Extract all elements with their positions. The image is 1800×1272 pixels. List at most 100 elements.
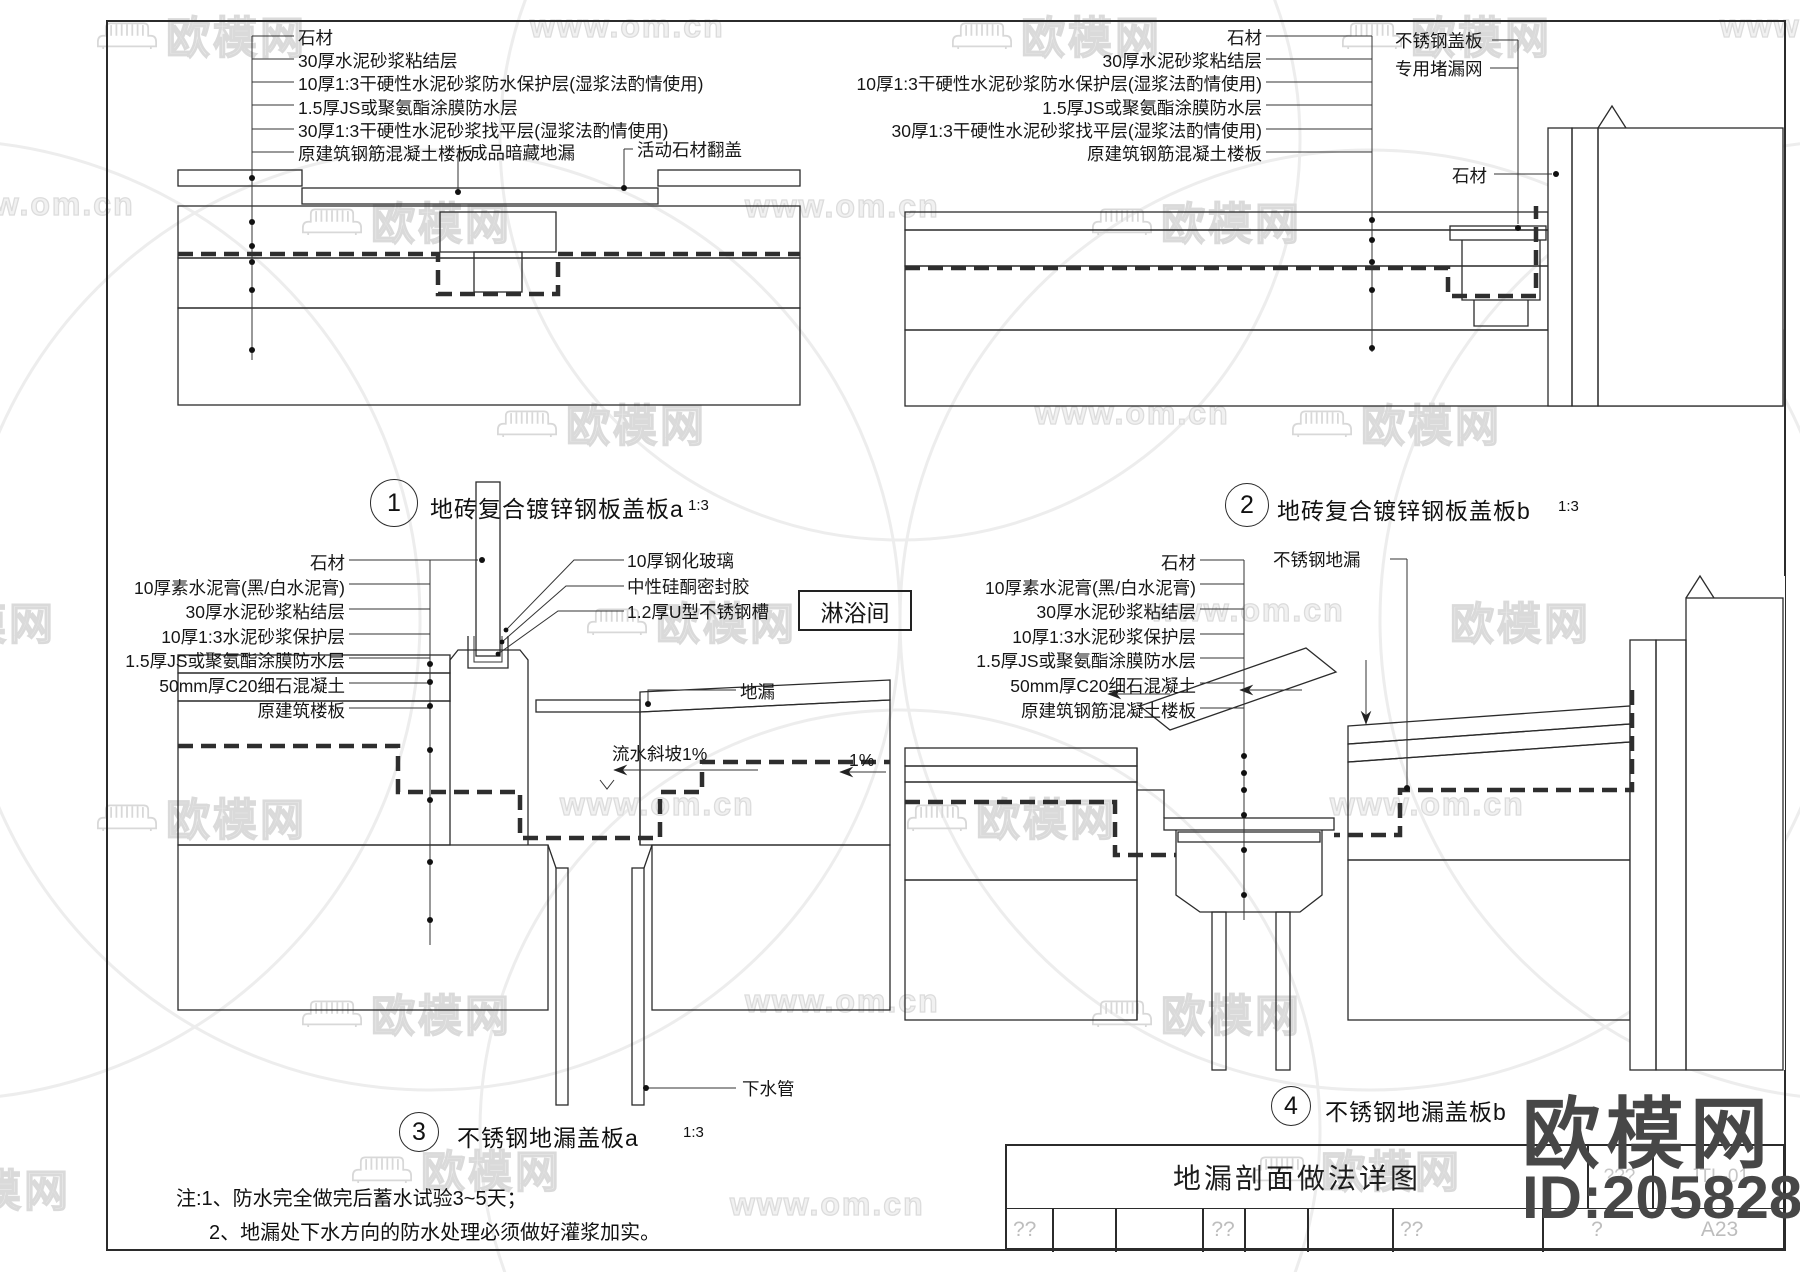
title-block-cell: A23	[1700, 1218, 1739, 1241]
layer-label: 30厚1:3干硬性水泥砂浆找平层(湿浆法酌情使用)	[891, 120, 1262, 141]
callout-steel-drain: 不锈钢地漏	[1273, 550, 1361, 570]
title-block-divider	[1652, 1146, 1654, 1208]
sofa-watermark-icon	[907, 804, 967, 831]
title-block-divider	[1007, 1208, 1783, 1209]
title-block-cell	[1244, 1208, 1307, 1252]
detail3-number-bubble: 3	[399, 1112, 439, 1152]
title-block-divider	[1244, 1208, 1246, 1252]
watermark-url: www.om.cn	[1149, 591, 1345, 628]
detail1-scale: 1:3	[688, 497, 709, 514]
callout-slope-pct: 1%	[849, 750, 875, 770]
room-label-shower: 淋浴间	[798, 590, 912, 631]
sofa-watermark-icon	[302, 1000, 362, 1027]
layer-label: 1.5厚JS或聚氨酯涂膜防水层	[298, 97, 518, 118]
title-block-divider	[1202, 1208, 1204, 1252]
watermark-logo: 欧模网	[0, 1166, 71, 1216]
watermark-logo: 欧模网	[1449, 599, 1591, 649]
layer-label: 石材	[310, 553, 345, 573]
callout-hidden-drain: 成品暗藏地漏	[470, 143, 575, 163]
layer-label: 石材	[1227, 28, 1262, 48]
layer-label: 50mm厚C20细石混凝土	[159, 675, 345, 696]
watermark-logo: 欧模网	[95, 784, 307, 848]
layer-label: 10厚1:3干硬性水泥砂浆防水保护层(湿浆法酌情使用)	[856, 74, 1262, 95]
watermark-url: www.om.cn	[1719, 7, 1800, 44]
watermark-logo: 欧模网	[495, 390, 707, 454]
detail1-layer-labels: 石材 30厚水泥砂浆粘结层 10厚1:3干硬性水泥砂浆防水保护层(湿浆法酌情使用…	[298, 27, 703, 166]
detail2-title: 地砖复合镀锌钢板盖板b	[1277, 498, 1531, 524]
sofa-watermark-icon	[952, 22, 1012, 49]
layer-label: 10厚1:3干硬性水泥砂浆防水保护层(湿浆法酌情使用)	[298, 74, 704, 95]
detail4-layer-labels: 石材 10厚素水泥膏(黑/白水泥膏) 30厚水泥砂浆粘结层 10厚1:3水泥砂浆…	[700, 551, 1196, 723]
title-block-number: JTL-01	[1689, 1166, 1750, 1187]
title-block-cell: ??	[1013, 1218, 1037, 1241]
sofa-watermark-icon	[1292, 410, 1352, 437]
title-block-divider	[1392, 1208, 1394, 1252]
watermark-logo: 欧模网	[905, 784, 1117, 848]
title-block: 地漏剖面做法详图 ??? JTL-01 ?? ?? ?? ? A23	[1005, 1144, 1785, 1252]
layer-label: 原建筑钢筋混凝土楼板	[1087, 143, 1262, 164]
note-line: 2、地漏处下水方向的防水处理必须做好灌浆加实。	[209, 1222, 661, 1244]
detail3-layer-labels: 石材 10厚素水泥膏(黑/白水泥膏) 30厚水泥砂浆粘结层 10厚1:3水泥砂浆…	[20, 551, 345, 723]
title-block-cell	[1307, 1208, 1392, 1252]
title-block-cell: ??	[1400, 1218, 1424, 1241]
layer-label: 10厚1:3水泥砂浆保护层	[161, 626, 345, 647]
site-watermark-id: ID:2058280	[1522, 1164, 1800, 1231]
title-block-divider	[1115, 1208, 1117, 1252]
layer-label: 30厚水泥砂浆粘结层	[1102, 51, 1262, 72]
sofa-watermark-icon	[302, 208, 362, 235]
detail4-title: 不锈钢地漏盖板b	[1325, 1099, 1507, 1125]
detail1-number-bubble: 1	[370, 479, 418, 527]
note-line: 注:1、防水完全做完后蓄水试验3~5天；	[176, 1188, 527, 1210]
layer-label: 石材	[298, 28, 333, 48]
layer-label: 50mm厚C20细石混凝土	[1010, 675, 1196, 696]
layer-label: 30厚水泥砂浆粘结层	[185, 602, 345, 623]
layer-label: 1.5厚JS或聚氨酯涂膜防水层	[1042, 97, 1262, 118]
detail2-number-bubble: 2	[1225, 483, 1269, 527]
watermark-url: www.om.cn	[729, 1185, 925, 1222]
watermark-url: www.om.cn	[0, 185, 135, 222]
sofa-watermark-icon	[587, 608, 647, 635]
layer-label: 原建筑钢筋混凝土楼板	[298, 143, 473, 164]
watermark-logo: 欧模网	[1090, 188, 1302, 252]
sofa-watermark-icon	[1092, 1000, 1152, 1027]
detail3-title: 不锈钢地漏盖板a	[457, 1125, 639, 1151]
callout-waste-pipe: 下水管	[742, 1079, 795, 1099]
title-block-cell: ??	[1211, 1218, 1235, 1241]
detail2-scale: 1:3	[1558, 498, 1579, 515]
callout-u-channel: 1.2厚U型不锈钢槽	[627, 602, 769, 622]
layer-label: 30厚1:3干硬性水泥砂浆找平层(湿浆法酌情使用)	[298, 120, 669, 141]
watermark-logo: 欧模网	[350, 1136, 562, 1200]
layer-label: 30厚水泥砂浆粘结层	[1036, 602, 1196, 623]
title-block-cell: ?	[1591, 1218, 1603, 1241]
layer-label: 10厚1:3水泥砂浆保护层	[1012, 626, 1196, 647]
watermark-logo: 欧模网	[1290, 390, 1502, 454]
callout-slope: 流水斜坡1%	[612, 744, 708, 764]
watermark-url: www.om.cn	[559, 785, 755, 822]
watermark-url: www.om.cn	[529, 7, 725, 44]
watermark-logo: 欧模网	[300, 980, 512, 1044]
detail4-number-bubble: 4	[1271, 1086, 1311, 1126]
detail1-title: 地砖复合镀锌钢板盖板a	[430, 496, 684, 522]
callout-steel-cover: 不锈钢盖板	[1395, 31, 1483, 51]
layer-label: 石材	[1161, 553, 1196, 573]
watermark-logo: 欧模网	[585, 588, 797, 652]
title-block-divider	[1587, 1146, 1589, 1208]
detail3-scale: 1:3	[683, 1124, 704, 1141]
watermark-logo: 欧模网	[1250, 1136, 1462, 1200]
title-block-divider	[1307, 1208, 1309, 1252]
title-block-divider	[1542, 1208, 1544, 1252]
general-notes: 注:1、防水完全做完后蓄水试验3~5天； 2、地漏处下水方向的防水处理必须做好灌…	[176, 1182, 660, 1245]
callout-stone-cover: 活动石材翻盖	[637, 140, 742, 160]
layer-label: 10厚素水泥膏(黑/白水泥膏)	[985, 577, 1196, 598]
layer-label: 原建筑钢筋混凝土楼板	[1021, 700, 1196, 721]
title-block-divider	[1052, 1208, 1054, 1252]
title-block-cell	[1052, 1208, 1115, 1252]
callout-leak-mesh: 专用堵漏网	[1395, 59, 1483, 79]
layer-label: 原建筑楼板	[257, 700, 346, 721]
title-block-code: ???	[1603, 1166, 1636, 1187]
sofa-watermark-icon	[1252, 1156, 1312, 1183]
callout-floor-drain: 地漏	[740, 682, 775, 702]
